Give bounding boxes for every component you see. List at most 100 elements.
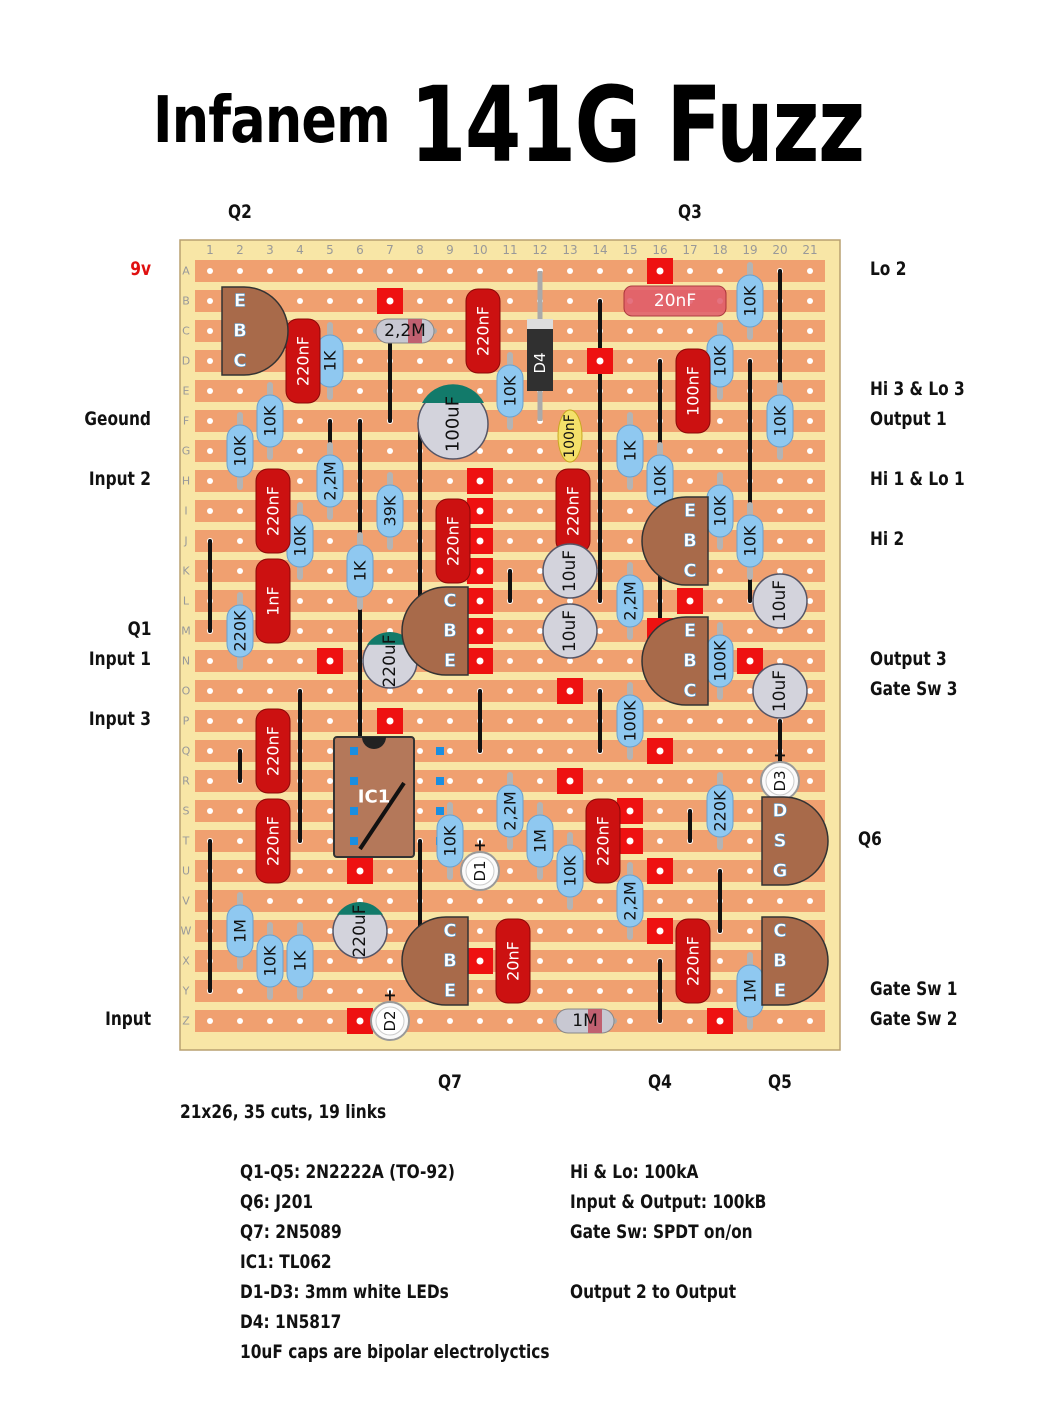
strip-hole <box>237 268 243 274</box>
row-letter: Z <box>182 1015 190 1028</box>
film-capacitor <box>435 498 471 584</box>
strip-hole <box>327 598 333 604</box>
strip-hole <box>357 958 363 964</box>
box-capacitor <box>623 285 727 317</box>
note-line: Input & Output: 100kB <box>570 1191 767 1213</box>
electrolytic-capacitor <box>752 663 808 719</box>
strip-hole <box>807 388 813 394</box>
strip-hole <box>237 838 243 844</box>
component-label: 1M <box>231 919 250 943</box>
strip-hole <box>717 598 723 604</box>
component-label: 10uF <box>770 670 790 712</box>
strip-hole <box>566 687 574 695</box>
strip-hole <box>567 958 573 964</box>
strip-hole <box>717 568 723 574</box>
strip-hole <box>237 538 243 544</box>
strip-hole <box>387 898 393 904</box>
strip-hole <box>387 958 393 964</box>
transistor-pin-label: B <box>443 951 457 972</box>
resistor-body <box>286 934 314 988</box>
transistor-pin-label: B <box>683 651 697 672</box>
strip-hole <box>267 1018 273 1024</box>
column-number: 9 <box>446 243 454 257</box>
strip-hole <box>327 268 333 274</box>
component-label: 39K <box>381 495 400 526</box>
strip-hole <box>207 1018 213 1024</box>
strip-hole <box>627 658 633 664</box>
strip-hole <box>597 658 603 664</box>
strip-hole <box>356 1017 364 1025</box>
transistor-pin-label: B <box>683 531 697 552</box>
component-label: 220K <box>231 610 250 652</box>
component-label: 2,2M <box>321 461 340 500</box>
row-letter: H <box>182 475 190 488</box>
strip-hole <box>687 328 693 334</box>
row-letter: L <box>183 595 190 608</box>
right-connection-label: Output 3 <box>870 648 947 670</box>
transistor-pin-label: E <box>444 981 456 1002</box>
strip-hole <box>807 898 813 904</box>
resistor-body <box>616 424 644 478</box>
strip-hole <box>327 748 333 754</box>
left-connection-label: Input 1 <box>88 648 151 670</box>
note-line: Q6: J201 <box>240 1191 314 1213</box>
strip-hole <box>297 628 303 634</box>
component-label: 10K <box>771 405 790 436</box>
strip-hole <box>507 688 513 694</box>
strip-hole <box>207 718 213 724</box>
strip-hole <box>417 808 423 814</box>
led-lens <box>765 766 795 796</box>
transistor-pin-label: C <box>683 561 696 582</box>
resistor-body <box>616 694 644 748</box>
strip-hole <box>327 808 333 814</box>
strip-hole <box>477 1018 483 1024</box>
strip-hole <box>477 898 483 904</box>
strip-hole <box>237 388 243 394</box>
component-label: 100K <box>621 700 640 742</box>
strip-hole <box>716 1017 724 1025</box>
strip-hole <box>717 988 723 994</box>
strip-hole <box>567 268 573 274</box>
component-label: 10K <box>441 825 460 856</box>
strip-hole <box>687 268 693 274</box>
strip-hole <box>567 748 573 754</box>
strip-hole <box>507 718 513 724</box>
strip-hole <box>656 747 664 755</box>
strip-hole <box>207 268 213 274</box>
strip-hole <box>207 388 213 394</box>
strip-hole <box>387 448 393 454</box>
row-letter: O <box>182 685 191 698</box>
component-label: 10uF <box>560 550 580 592</box>
strip-hole <box>327 568 333 574</box>
transistor-body <box>221 286 289 376</box>
strip-hole <box>627 328 633 334</box>
strip-hole <box>566 777 574 785</box>
resistor-body <box>256 394 284 448</box>
strip-hole <box>807 718 813 724</box>
electrolytic-capacitor <box>542 603 598 659</box>
component-label: D3 <box>771 770 789 791</box>
column-number: 17 <box>682 243 697 257</box>
component-label: 220uF <box>380 634 400 687</box>
strip-hole <box>237 568 243 574</box>
diode-band <box>527 319 553 329</box>
left-connection-label: Input <box>105 1008 151 1030</box>
strip-hole <box>807 598 813 604</box>
strip-hole <box>447 268 453 274</box>
strip-hole <box>717 958 723 964</box>
resistor-body <box>736 514 764 568</box>
component-label: 1nF <box>264 586 283 616</box>
strip-hole <box>507 268 513 274</box>
row-letter: X <box>182 955 190 968</box>
strip-hole <box>327 778 333 784</box>
resistor-body <box>226 604 254 658</box>
strip-hole <box>537 478 543 484</box>
strip-hole <box>567 808 573 814</box>
strip-hole <box>807 508 813 514</box>
strip-hole <box>656 867 664 875</box>
strip-hole <box>657 328 663 334</box>
strip-hole <box>717 748 723 754</box>
note-line: Output 2 to Output <box>570 1281 737 1303</box>
strip-hole <box>807 628 813 634</box>
